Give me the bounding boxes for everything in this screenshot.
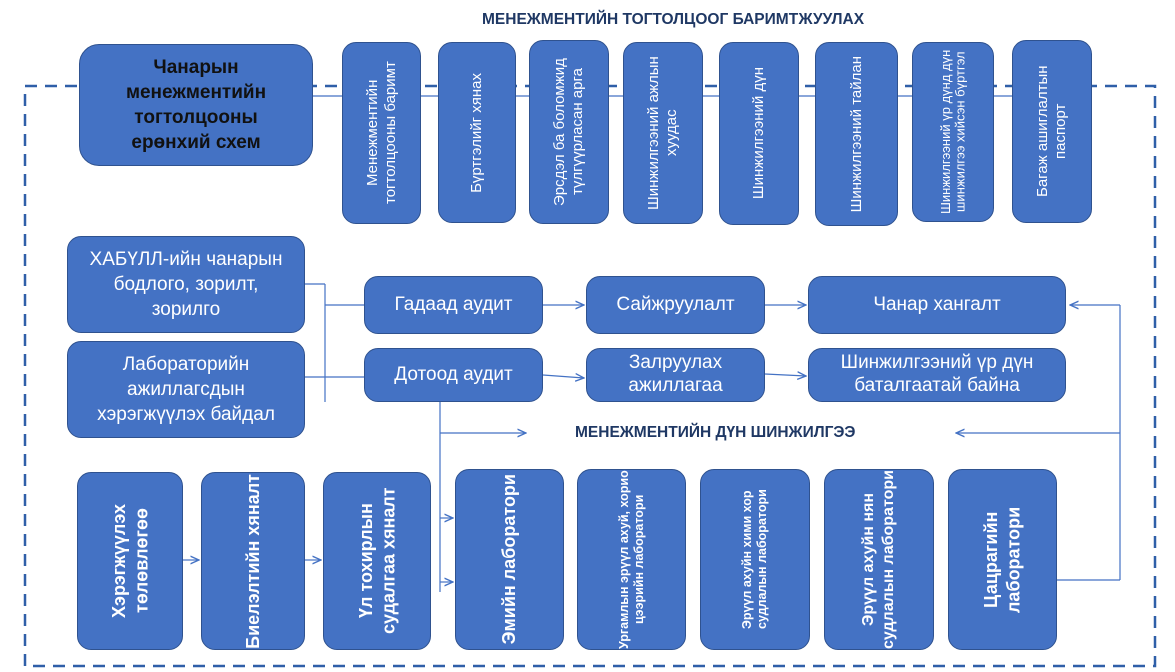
doc-label: Шинжилгээний дүн — [750, 67, 767, 200]
doc-records-control: Бүртгэлийг хянах — [438, 42, 516, 223]
external-audit-label: Гадаад аудит — [394, 294, 513, 316]
toxicology-lab-box: Эрүүл ахуйн хими хор судлалын лаборатори — [700, 469, 810, 650]
radiation-lab-label: Цацрагийн лаборатори — [981, 506, 1024, 613]
correction-label: Залруулах ажиллагаа — [628, 352, 723, 396]
doc-label: Эрсдэл ба боломжид түлгүүрласан арга — [551, 58, 586, 206]
staff-implementation-box: Лабораторийн ажиллагсдын хэрэгжүүлэх бай… — [67, 341, 305, 438]
documentation-heading: МЕНЕЖМЕНТИЙН ТОГТОЛЦООГ БАРИМТЖУУЛАХ — [482, 11, 865, 28]
microbiology-lab-label: Эрүүл ахуйн нян судлалын лаборатори — [860, 470, 897, 649]
nonconformity-control-box: Үл тохирлын судалгаа хяналт — [323, 472, 431, 650]
management-review-heading: МЕНЕЖМЕНТИЙН ДҮН ШИНЖИЛГЭЭ — [575, 424, 856, 441]
doc-system-document: Менежментийн тогтолцооны баримт — [342, 42, 421, 224]
doc-results: Шинжилгээний дүн — [719, 42, 799, 225]
doc-equipment-passport: Багаж ашиглалтын паспорт — [1012, 40, 1092, 223]
internal-audit-box: Дотоод аудит — [364, 348, 543, 402]
correction-box: Залруулах ажиллагаа — [586, 348, 765, 402]
doc-worksheet: Шинжилгээний ажлын хуудас — [623, 42, 703, 224]
performance-control-box: Биелэлтийн хяналт — [201, 472, 305, 650]
pharmacy-lab-label: Эмийн лаборатори — [499, 474, 520, 645]
plant-quarantine-lab-label: Ургамлын эрүүл ахуй, хорио цээрийн лабор… — [616, 470, 646, 649]
quality-policy-label: ХАБҮЛЛ-ийн чанарын бодлого, зорилт, зори… — [89, 248, 283, 321]
nonconformity-control-label: Үл тохирлын судалгаа хяналт — [355, 487, 399, 635]
implementation-plan-label: Хэрэгжүүлэх төлөвлөгөө — [108, 503, 152, 619]
doc-risk-approach: Эрсдэл ба боломжид түлгүүрласан арга — [529, 40, 609, 224]
doc-label: Шинжилгээний ажлын хуудас — [645, 56, 680, 210]
doc-label: Шинжилгээний үр дүнд дүн шинжилгээ хийсэ… — [937, 49, 967, 215]
doc-report: Шинжилгээний тайлан — [815, 42, 898, 226]
plant-quarantine-lab-box: Ургамлын эрүүл ахуй, хорио цээрийн лабор… — [577, 469, 686, 650]
radiation-lab-box: Цацрагийн лаборатори — [948, 469, 1057, 650]
reliable-results-label: Шинжилгээний үр дүн баталгаатай байна — [840, 352, 1034, 396]
internal-audit-label: Дотоод аудит — [394, 364, 513, 386]
doc-label: Менежментийн тогтолцооны баримт — [363, 61, 399, 205]
doc-label: Бүртгэлийг хянах — [468, 72, 485, 193]
quality-assurance-label: Чанар хангалт — [873, 294, 1001, 316]
doc-label: Шинжилгээний тайлан — [847, 55, 865, 213]
external-audit-box: Гадаад аудит — [364, 276, 543, 334]
main-scheme-label: Чанарын менежментийн тогтолцооны ерөнхий… — [125, 56, 267, 154]
implementation-plan-box: Хэрэгжүүлэх төлөвлөгөө — [77, 472, 183, 650]
main-scheme-box: Чанарын менежментийн тогтолцооны ерөнхий… — [79, 44, 313, 166]
quality-assurance-box: Чанар хангалт — [808, 276, 1066, 334]
reliable-results-box: Шинжилгээний үр дүн баталгаатай байна — [808, 348, 1066, 402]
staff-implementation-label: Лабораторийн ажиллагсдын хэрэгжүүлэх бай… — [97, 353, 275, 426]
doc-label: Багаж ашиглалтын паспорт — [1034, 65, 1069, 198]
doc-results-analysis: Шинжилгээний үр дүнд дүн шинжилгээ хийсэ… — [912, 42, 994, 222]
toxicology-lab-label: Эрүүл ахуйн хими хор судлалын лаборатори — [740, 489, 769, 630]
quality-policy-box: ХАБҮЛЛ-ийн чанарын бодлого, зорилт, зори… — [67, 236, 305, 333]
microbiology-lab-box: Эрүүл ахуйн нян судлалын лаборатори — [824, 469, 934, 650]
performance-control-label: Биелэлтийн хяналт — [242, 473, 263, 649]
improvement-label: Сайжруулалт — [616, 294, 735, 316]
improvement-box: Сайжруулалт — [586, 276, 765, 334]
pharmacy-lab-box: Эмийн лаборатори — [455, 469, 564, 650]
